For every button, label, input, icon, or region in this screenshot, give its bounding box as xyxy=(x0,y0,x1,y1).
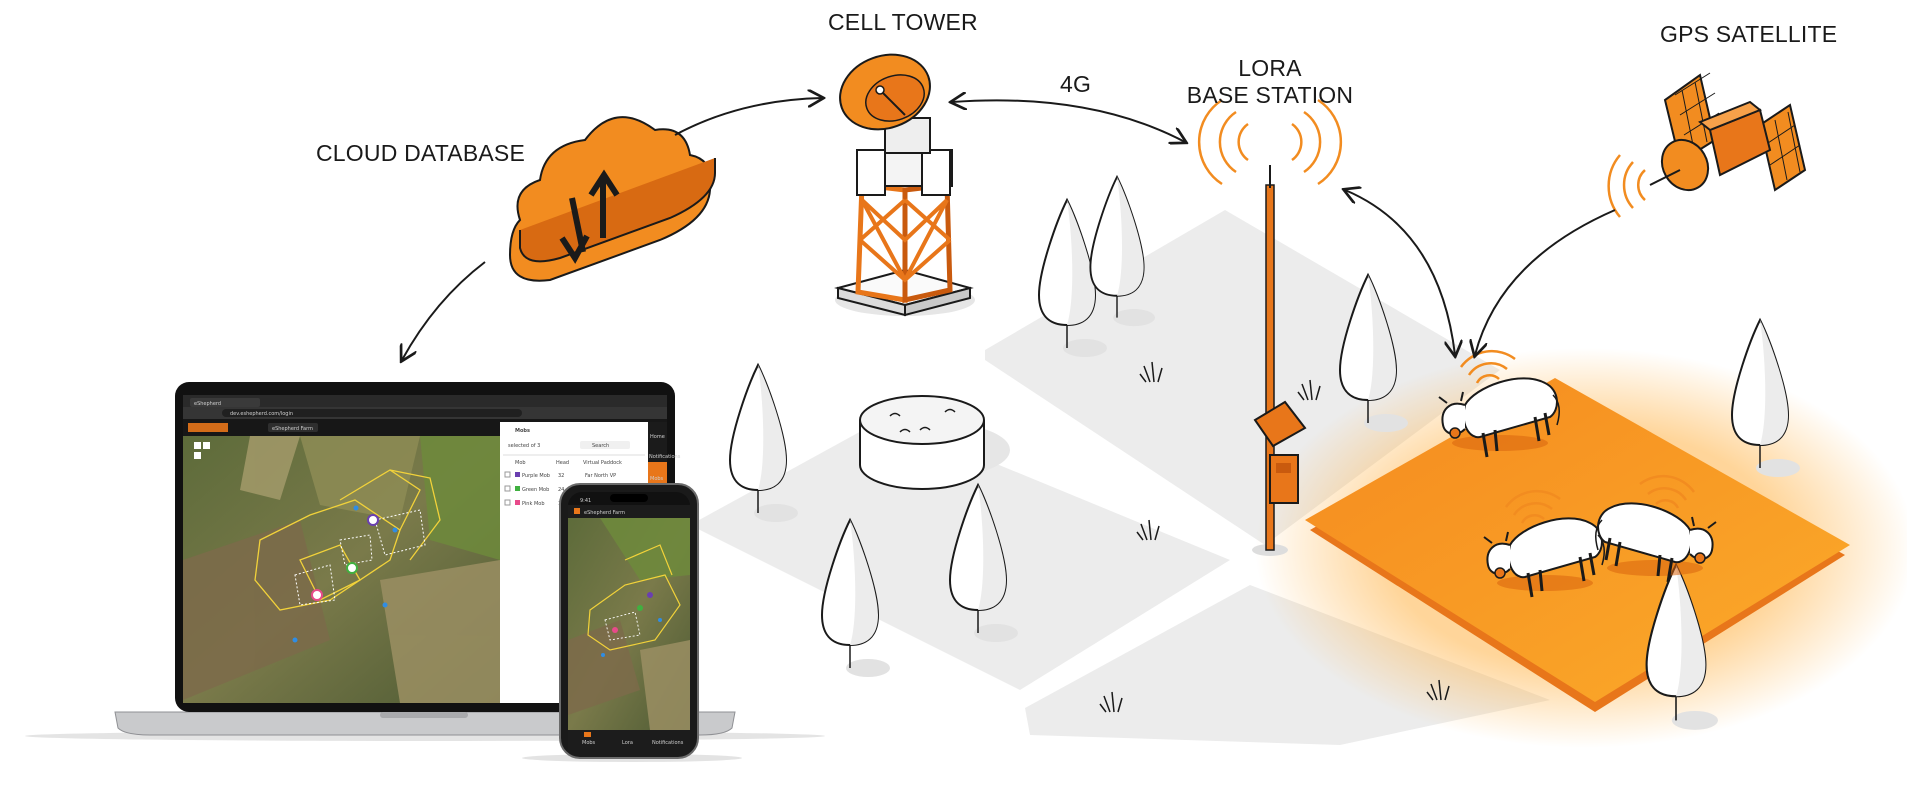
svg-text:Green Mob: Green Mob xyxy=(522,487,549,493)
lora-label-line1: LORA xyxy=(1238,55,1302,81)
cloud-database-label: CLOUD DATABASE xyxy=(316,140,525,166)
mobs-selected-text: selected of 3 xyxy=(508,443,540,449)
mobs-search-input[interactable]: Search xyxy=(592,443,609,449)
col-head[interactable]: Head xyxy=(556,460,569,466)
cow-icon xyxy=(1483,489,1605,598)
cloud-icon xyxy=(508,116,716,282)
arrow-cloud-to-laptop xyxy=(402,261,486,360)
svg-text:Pink Mob: Pink Mob xyxy=(522,501,545,507)
tree-icon xyxy=(1645,562,1718,730)
4g-label: 4G xyxy=(1060,71,1092,97)
cows xyxy=(1438,349,1717,598)
grass-tuft xyxy=(1099,691,1123,713)
tree-icon xyxy=(1037,197,1107,357)
cell-tower-icon xyxy=(834,53,975,317)
mobs-panel-title: Mobs xyxy=(515,428,530,434)
tree-icon xyxy=(1730,317,1800,477)
arrow-cloud-to-tower xyxy=(674,98,822,136)
cow-icon xyxy=(1595,474,1717,583)
nav-notifications[interactable]: Notifications xyxy=(649,454,681,460)
phone-time: 9:41 xyxy=(580,498,591,504)
nav-home[interactable]: Home xyxy=(650,434,665,440)
col-paddock[interactable]: Virtual Paddock xyxy=(583,460,622,466)
laptop-device: eShepherd dev.eshepherd.com/login eSheph… xyxy=(25,382,825,741)
svg-text:24: 24 xyxy=(558,487,564,493)
nav-mobs[interactable]: Mobs xyxy=(650,476,664,482)
gps-satellite-icon xyxy=(1607,72,1807,218)
lora-signal-waves xyxy=(1197,98,1343,186)
farm-select[interactable]: eShepherd Farm xyxy=(272,426,313,432)
grass-tuft xyxy=(1139,361,1163,383)
gps-satellite-label: GPS SATELLITE xyxy=(1660,21,1838,47)
svg-text:Far North VP: Far North VP xyxy=(585,473,616,479)
svg-text:32: 32 xyxy=(558,473,564,479)
phone-tab-mobs[interactable]: Mobs xyxy=(582,740,596,746)
table-row[interactable]: Green Mob 24 xyxy=(504,485,564,493)
connection-arrows xyxy=(402,98,1616,360)
grass-tufts xyxy=(1099,361,1450,713)
phone-tab-notifications[interactable]: Notifications xyxy=(652,740,684,746)
arrow-lora-to-cows xyxy=(1345,190,1455,355)
grass-tuft xyxy=(1297,379,1321,401)
lora-label-line2: BASE STATION xyxy=(1186,82,1354,108)
lora-base-station-icon xyxy=(1197,98,1343,556)
cell-tower-label: CELL TOWER xyxy=(828,9,978,35)
arrow-gps-to-cows xyxy=(1475,209,1616,355)
grass-tuft xyxy=(1426,679,1450,701)
col-mob[interactable]: Mob xyxy=(515,460,526,466)
tree-icon xyxy=(1089,174,1155,327)
browser-url[interactable]: dev.eshepherd.com/login xyxy=(230,411,293,417)
tree-icon xyxy=(948,482,1018,642)
tree-icon xyxy=(820,517,890,677)
svg-text:Purple Mob: Purple Mob xyxy=(522,473,550,479)
phone-tab-lora[interactable]: Lora xyxy=(622,740,633,746)
tree-icon xyxy=(728,362,798,522)
arrow-tower-lora-4g xyxy=(952,100,1185,142)
table-row[interactable]: Purple Mob 32 Far North VP xyxy=(504,471,616,479)
map-fields xyxy=(183,436,500,703)
browser-tab-title[interactable]: eShepherd xyxy=(194,401,221,407)
phone-device: 9:41 eShepherd Farm Mobs Lora Notificati… xyxy=(522,483,742,762)
water-tank-icon xyxy=(859,395,1010,490)
phone-title: eShepherd Farm xyxy=(584,510,625,516)
grass-tuft xyxy=(1136,519,1160,541)
